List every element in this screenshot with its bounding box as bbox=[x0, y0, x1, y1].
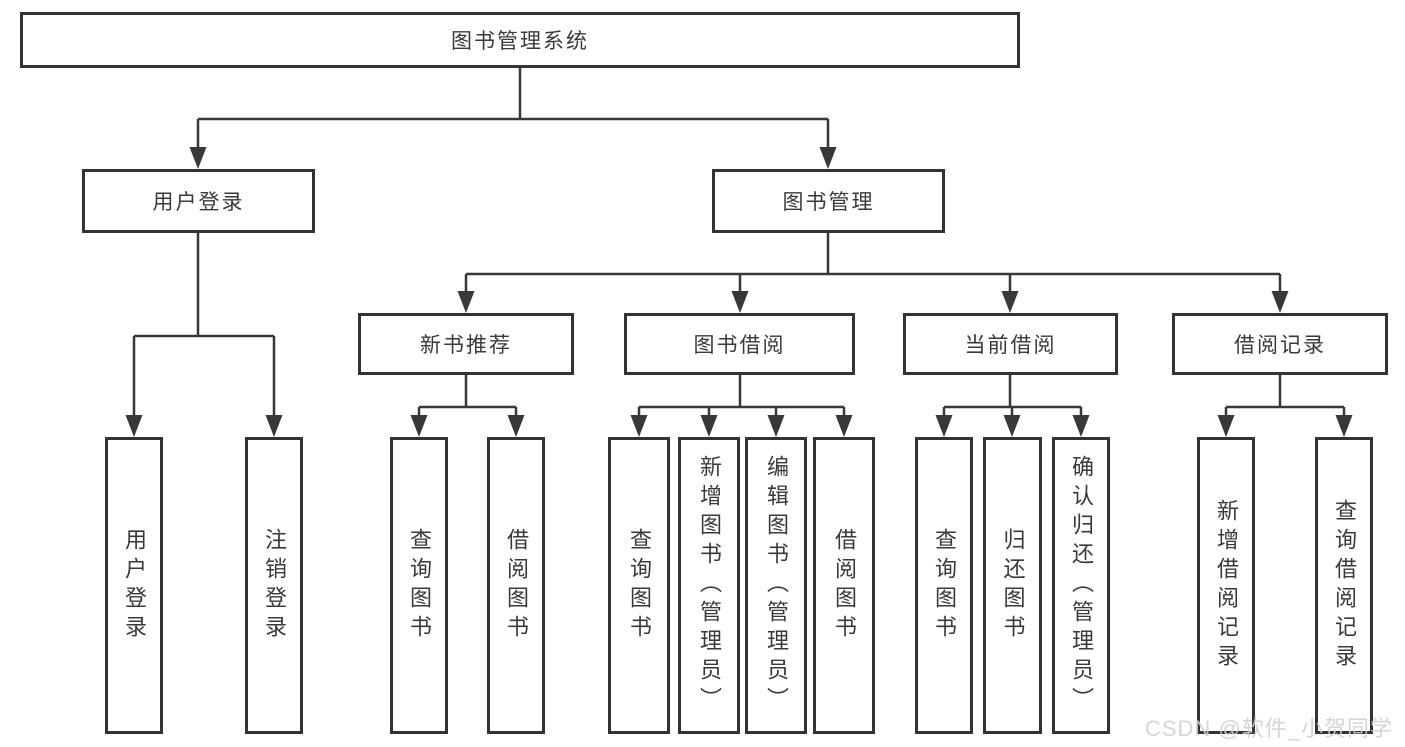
connector-root-to-level2 bbox=[196, 66, 830, 150]
node-new-book-recommend-label: 新书推荐 bbox=[420, 334, 512, 357]
csdn-watermark: CSDN @软件_小贺同学 bbox=[1144, 716, 1393, 741]
leaf-query-books-recommend-label: 查询图书 bbox=[407, 527, 432, 644]
node-book-management-label: 图书管理 bbox=[782, 191, 875, 214]
leaf-query-borrow-record-label: 查询借阅记录 bbox=[1332, 498, 1357, 673]
leaf-return-books-label: 归还图书 bbox=[1000, 527, 1026, 644]
node-borrowing-records-label: 借阅记录 bbox=[1234, 334, 1326, 357]
node-book-borrowing: 图书借阅 bbox=[624, 313, 855, 375]
leaf-borrow-books-recommend-label: 借阅图书 bbox=[504, 527, 529, 644]
node-current-borrowing: 当前借阅 bbox=[903, 313, 1118, 375]
arrowheads bbox=[125, 147, 1353, 437]
leaf-query-books-current-label: 查询图书 bbox=[932, 527, 957, 644]
leaf-user-login-label: 用户登录 bbox=[122, 527, 147, 644]
leaf-borrow-books-borrowing: 借阅图书 bbox=[813, 437, 875, 734]
leaf-edit-books-admin-label: 编辑图书（管理员） bbox=[764, 455, 789, 716]
node-root-label: 图书管理系统 bbox=[451, 30, 589, 53]
node-book-borrowing-label: 图书借阅 bbox=[693, 334, 786, 357]
leaf-confirm-return-admin-label: 确认归还（管理员） bbox=[1069, 455, 1094, 716]
leaf-user-login: 用户登录 bbox=[105, 437, 163, 734]
node-root: 图书管理系统 bbox=[20, 12, 1020, 68]
leaf-return-books: 归还图书 bbox=[983, 437, 1042, 734]
connector-book-mgmt-children bbox=[464, 233, 1282, 295]
leaf-add-books-admin-label: 新增图书（管理员） bbox=[697, 455, 722, 716]
leaf-confirm-return-admin: 确认归还（管理员） bbox=[1052, 437, 1110, 734]
leaf-query-books-recommend: 查询图书 bbox=[390, 437, 448, 734]
leaf-logout: 注销登录 bbox=[245, 437, 303, 734]
connector-records-children bbox=[1224, 375, 1346, 419]
leaf-add-books-admin: 新增图书（管理员） bbox=[678, 437, 740, 734]
connector-new-book-children bbox=[417, 375, 518, 419]
leaf-edit-books-admin: 编辑图书（管理员） bbox=[745, 437, 807, 734]
leaf-query-books-borrowing: 查询图书 bbox=[608, 437, 670, 734]
node-current-borrowing-label: 当前借阅 bbox=[964, 334, 1057, 357]
leaf-add-borrow-record-label: 新增借阅记录 bbox=[1214, 498, 1239, 673]
node-user-login: 用户登录 bbox=[82, 169, 315, 233]
node-user-login-label: 用户登录 bbox=[152, 191, 245, 214]
leaf-add-borrow-record: 新增借阅记录 bbox=[1197, 437, 1255, 734]
connector-user-login-children bbox=[132, 233, 276, 419]
leaf-query-borrow-record: 查询借阅记录 bbox=[1315, 437, 1373, 734]
leaf-borrow-books-recommend: 借阅图书 bbox=[487, 437, 545, 734]
node-new-book-recommend: 新书推荐 bbox=[358, 313, 574, 375]
connector-borrowing-children bbox=[637, 375, 846, 419]
leaf-query-books-borrowing-label: 查询图书 bbox=[627, 527, 652, 644]
connector-current-children bbox=[942, 375, 1083, 419]
leaf-borrow-books-borrowing-label: 借阅图书 bbox=[832, 527, 857, 644]
leaf-logout-label: 注销登录 bbox=[262, 527, 287, 644]
node-book-management: 图书管理 bbox=[712, 169, 945, 233]
leaf-query-books-current: 查询图书 bbox=[915, 437, 973, 734]
node-borrowing-records: 借阅记录 bbox=[1172, 313, 1388, 375]
